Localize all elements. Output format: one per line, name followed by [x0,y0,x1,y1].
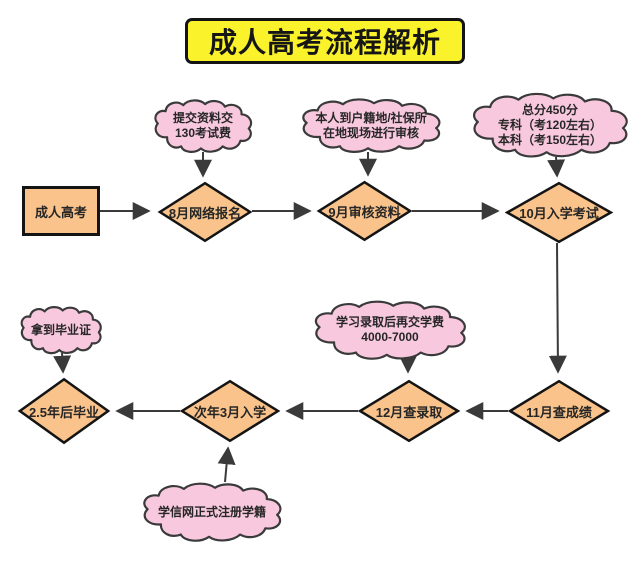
connector-note-diploma [53,352,72,374]
note-line: 提交资料交 [172,111,233,125]
connector-note-score [547,156,566,178]
note-text: 学习录取后再交学费 4000-7000 [336,315,444,345]
flow-step-label: 9月审核资料 [328,204,401,220]
connector-oct-to-nov [548,242,567,374]
flow-step-label: 2.5年后毕业 [28,404,100,420]
note-cloud-onsite-review: 本人到户籍地/社保所 在地现场进行审核 [297,97,445,154]
flow-step-label: 12月查录取 [375,404,443,420]
flow-step-sep-material-review: 9月审核资料 [317,181,412,241]
note-line: 本科（考150左右） [497,132,603,147]
note-text: 学信网正式注册学籍 [158,505,266,520]
flow-step-label: 11月查成绩 [526,404,592,420]
flow-step-label: 8月网络报名 [168,205,242,221]
note-line: 学习录取后再交学费 [335,315,444,329]
connector-note-register [217,446,236,483]
flow-step-aug-online-registration: 8月网络报名 [158,182,252,242]
note-cloud-xuexin-registration: 学信网正式注册学籍 [138,481,286,543]
note-line: 专科（考120左右） [497,117,603,132]
note-line: 拿到毕业证 [30,322,91,337]
note-cloud-total-score: 总分450分 专科（考120左右） 本科（考150左右） [467,91,633,159]
note-cloud-tuition: 学习录取后再交学费 4000-7000 [309,299,471,361]
note-line: 总分450分 [521,102,579,117]
note-line: 130考试费 [174,126,231,140]
note-text: 本人到户籍地/社保所 在地现场进行审核 [315,111,426,141]
flow-step-graduation: 2.5年后毕业 [18,378,110,444]
flow-step-mar-enrollment: 次年3月入学 [180,380,280,442]
flow-start-label: 成人高考 [34,204,87,220]
note-text: 拿到毕业证 [31,323,91,338]
note-text: 提交资料交 130考试费 [173,111,233,141]
flow-step-label: 次年3月入学 [193,404,267,420]
note-text: 总分450分 专科（考120左右） 本科（考150左右） [498,103,602,148]
note-line: 4000-7000 [361,330,419,344]
flow-step-dec-check-admission: 12月查录取 [358,380,460,442]
note-cloud-diploma: 拿到毕业证 [18,305,104,355]
flow-start-node: 成人高考 [22,186,100,236]
note-cloud-exam-fee: 提交资料交 130考试费 [151,98,255,154]
note-line: 在地现场进行审核 [322,125,419,140]
note-line: 学信网正式注册学籍 [157,504,266,519]
flow-step-nov-check-scores: 11月查成绩 [508,380,610,442]
page-title: 成人高考流程解析 [185,18,465,64]
flow-step-oct-entrance-exam: 10月入学考试 [505,182,613,243]
flow-step-label: 10月入学考试 [519,206,599,221]
note-line: 本人到户籍地/社保所 [315,110,427,125]
